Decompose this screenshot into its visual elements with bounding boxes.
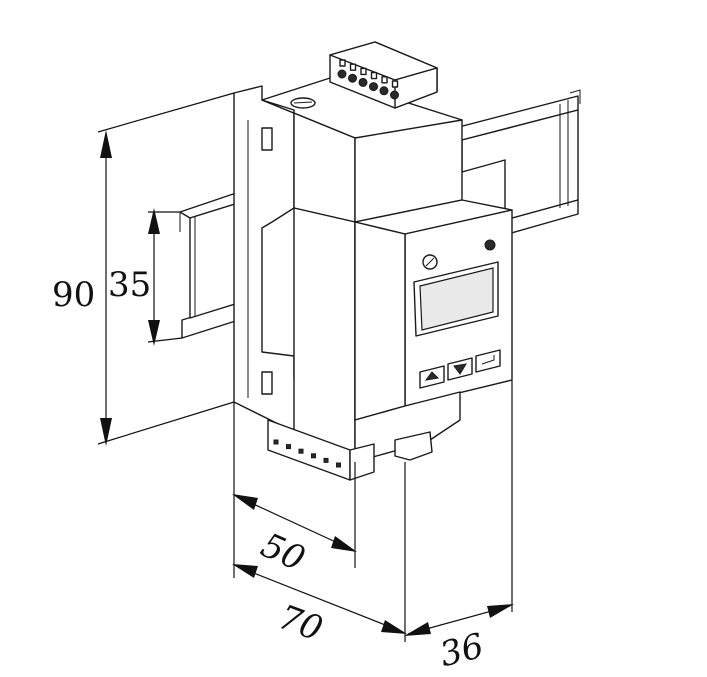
bottom-terminal-screw-icon xyxy=(323,457,329,463)
top-terminal-block xyxy=(329,41,438,109)
dimension-90: 90 xyxy=(52,92,235,446)
terminal-screw-icon xyxy=(379,86,389,96)
terminal-slot-icon xyxy=(370,71,378,80)
button-up xyxy=(419,365,445,389)
dimension-label-50: 50 xyxy=(255,525,311,579)
terminal-slot-icon xyxy=(339,59,346,67)
terminal-screw-icon xyxy=(369,82,378,92)
housing-top-block xyxy=(261,77,463,223)
terminal-screw-icon xyxy=(337,69,347,79)
terminal-slot-icon xyxy=(360,67,367,76)
dimension-label-35: 35 xyxy=(108,265,151,305)
terminal-slot-icon xyxy=(391,80,399,88)
dimension-label-90: 90 xyxy=(52,275,95,315)
button-down xyxy=(447,357,473,381)
din-rail xyxy=(454,89,581,235)
bottom-terminal-screw-icon xyxy=(286,444,291,450)
housing-bottom xyxy=(267,391,461,481)
terminal-slot-icon xyxy=(381,76,388,84)
bottom-terminal-screw-icon xyxy=(336,462,341,468)
front-module xyxy=(354,199,513,421)
dimension-35: 35 xyxy=(108,208,183,346)
bottom-terminal-screw-icon xyxy=(273,439,279,445)
terminal-screw-icon xyxy=(348,73,357,83)
terminal-screw-icon xyxy=(358,77,368,87)
dimension-label-36: 36 xyxy=(436,626,488,675)
button-enter xyxy=(475,349,501,373)
led-indicator-icon xyxy=(484,239,496,251)
bottom-terminal-screw-icon xyxy=(298,448,304,454)
terminal-screw-icon xyxy=(390,90,399,100)
terminal-slot-icon xyxy=(349,63,357,71)
dimension-label-70: 70 xyxy=(273,597,327,649)
bottom-terminal-screw-icon xyxy=(311,453,316,459)
